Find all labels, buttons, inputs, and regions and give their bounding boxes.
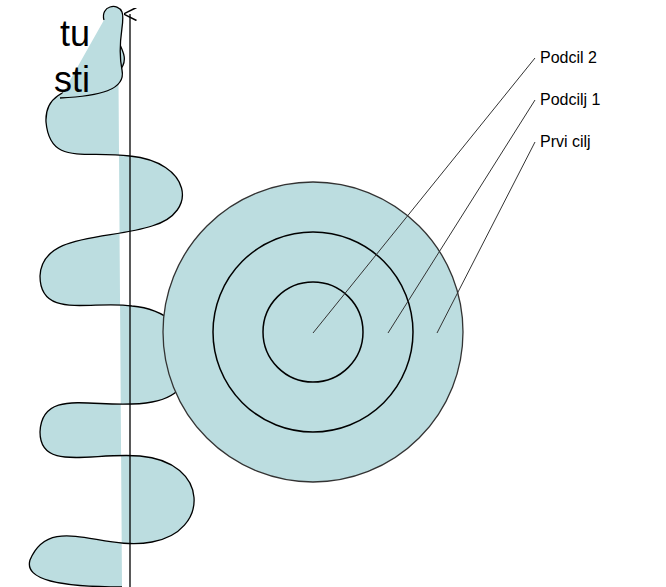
callout-label: Podcilj 1 bbox=[540, 92, 600, 108]
callout-label: Podcil 2 bbox=[540, 50, 597, 66]
leader-lines bbox=[313, 58, 535, 333]
cropped-text: tu bbox=[60, 16, 90, 52]
cropped-text: sti bbox=[54, 62, 90, 98]
target-circles bbox=[163, 182, 463, 482]
callout-label: Prvi cilj bbox=[540, 134, 591, 150]
